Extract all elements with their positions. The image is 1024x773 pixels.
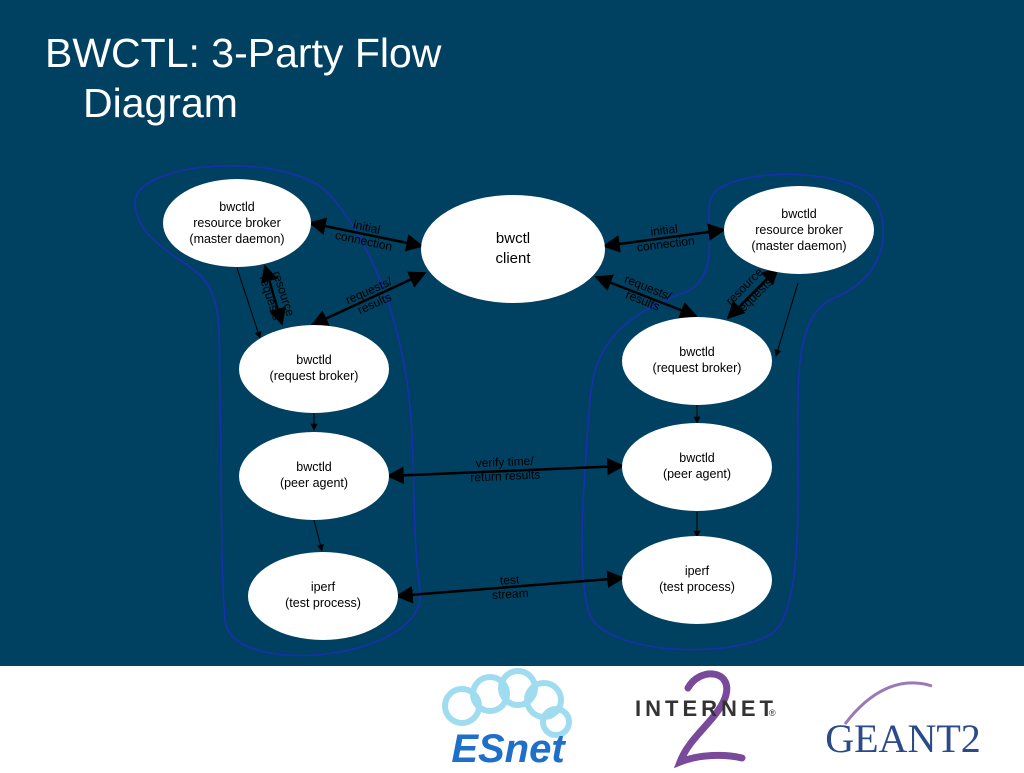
- label-verify: verify time/ return results: [470, 454, 541, 485]
- esnet-logo: ESnet: [442, 668, 572, 771]
- node-left-peer-line2: (peer agent): [280, 476, 348, 490]
- edge-verify: [386, 457, 625, 485]
- node-left-iperf-line2: (test process): [285, 596, 361, 610]
- label-right-resource: resource requests: [723, 265, 776, 318]
- node-right-iperf-line2: (test process): [659, 580, 735, 594]
- footer-logos: ESnet INTERNET ® GEANT2: [442, 668, 981, 771]
- node-left-request-line2: (request broker): [270, 369, 359, 383]
- node-right-iperf-line1: iperf: [685, 564, 710, 578]
- node-right-peer: bwctld (peer agent): [622, 423, 772, 511]
- edge-left-resource: [261, 264, 286, 326]
- logo-footer: ESnet INTERNET ® GEANT2: [0, 666, 1024, 771]
- node-left-master-line2: resource broker: [193, 216, 281, 230]
- label-left-resource: resource requests: [257, 269, 298, 322]
- node-left-iperf-line1: iperf: [311, 580, 336, 594]
- node-left-iperf: iperf (test process): [248, 552, 398, 640]
- edge-left-master-to-request: [236, 267, 262, 339]
- node-right-master-line3: (master daemon): [751, 239, 846, 253]
- edge-left-peer-to-iperf: [313, 519, 324, 552]
- registered-mark-icon: ®: [769, 708, 776, 718]
- geant2-logo-text: GEANT2: [825, 716, 981, 761]
- label-right-initial-line1: initial: [650, 221, 679, 238]
- title-line-2: Diagram: [83, 80, 238, 126]
- slide-title: BWCTL: 3-Party Flow Diagram: [45, 28, 441, 128]
- node-left-request: bwctld (request broker): [239, 325, 389, 413]
- node-left-master-line1: bwctld: [219, 200, 254, 214]
- node-client-line1: bwctl: [496, 230, 530, 247]
- label-left-initial: initial connection: [334, 217, 394, 253]
- node-right-master-line2: resource broker: [755, 223, 843, 237]
- left-host-boundary: [134, 165, 421, 657]
- node-right-peer-line2: (peer agent): [663, 467, 731, 481]
- internet2-logo-text: INTERNET: [635, 696, 777, 721]
- title-line-1: BWCTL: 3-Party Flow: [45, 30, 442, 76]
- node-right-request-line2: (request broker): [653, 361, 742, 375]
- node-right-request-line1: bwctld: [679, 345, 714, 359]
- node-left-peer: bwctld (peer agent): [239, 432, 389, 520]
- node-right-iperf: iperf (test process): [622, 536, 772, 624]
- edge-right-master-to-request: [774, 282, 799, 357]
- flow-diagram: bwctld resource broker (master daemon) b…: [134, 165, 885, 657]
- esnet-logo-text: ESnet: [451, 727, 566, 768]
- label-stream-line1: test: [500, 572, 521, 587]
- edge-stream: [395, 570, 625, 604]
- node-left-master-line3: (master daemon): [189, 232, 284, 246]
- edge-left-requests: [310, 271, 427, 327]
- label-stream-line2: stream: [492, 586, 529, 602]
- node-right-peer-line1: bwctld: [679, 451, 714, 465]
- slide-background: BWCTL: 3-Party Flow Diagram: [0, 0, 1024, 666]
- edge-right-resource: [726, 266, 780, 320]
- node-right-request: bwctld (request broker): [622, 317, 772, 405]
- node-client-line2: client: [495, 250, 531, 267]
- label-stream: test stream: [492, 572, 529, 602]
- label-right-initial-line2: connection: [636, 233, 695, 254]
- node-right-master-line1: bwctld: [781, 207, 816, 221]
- edge-right-initial: [602, 223, 726, 253]
- edge-right-requests: [594, 274, 698, 319]
- node-left-request-line1: bwctld: [296, 353, 331, 367]
- internet2-logo: INTERNET ®: [635, 670, 777, 769]
- node-left-master: bwctld resource broker (master daemon): [163, 179, 311, 267]
- node-right-master: bwctld resource broker (master daemon): [724, 186, 874, 274]
- label-right-initial: initial connection: [636, 221, 695, 254]
- label-verify-line2: return results: [470, 467, 541, 484]
- edge-left-initial: [308, 217, 424, 252]
- label-verify-line1: verify time/: [475, 454, 534, 471]
- node-client: bwctl client: [421, 195, 605, 303]
- label-left-initial-line1: initial: [352, 217, 382, 236]
- node-left-peer-line1: bwctld: [296, 460, 331, 474]
- right-host-boundary: [581, 173, 885, 651]
- geant2-logo: GEANT2: [825, 681, 981, 761]
